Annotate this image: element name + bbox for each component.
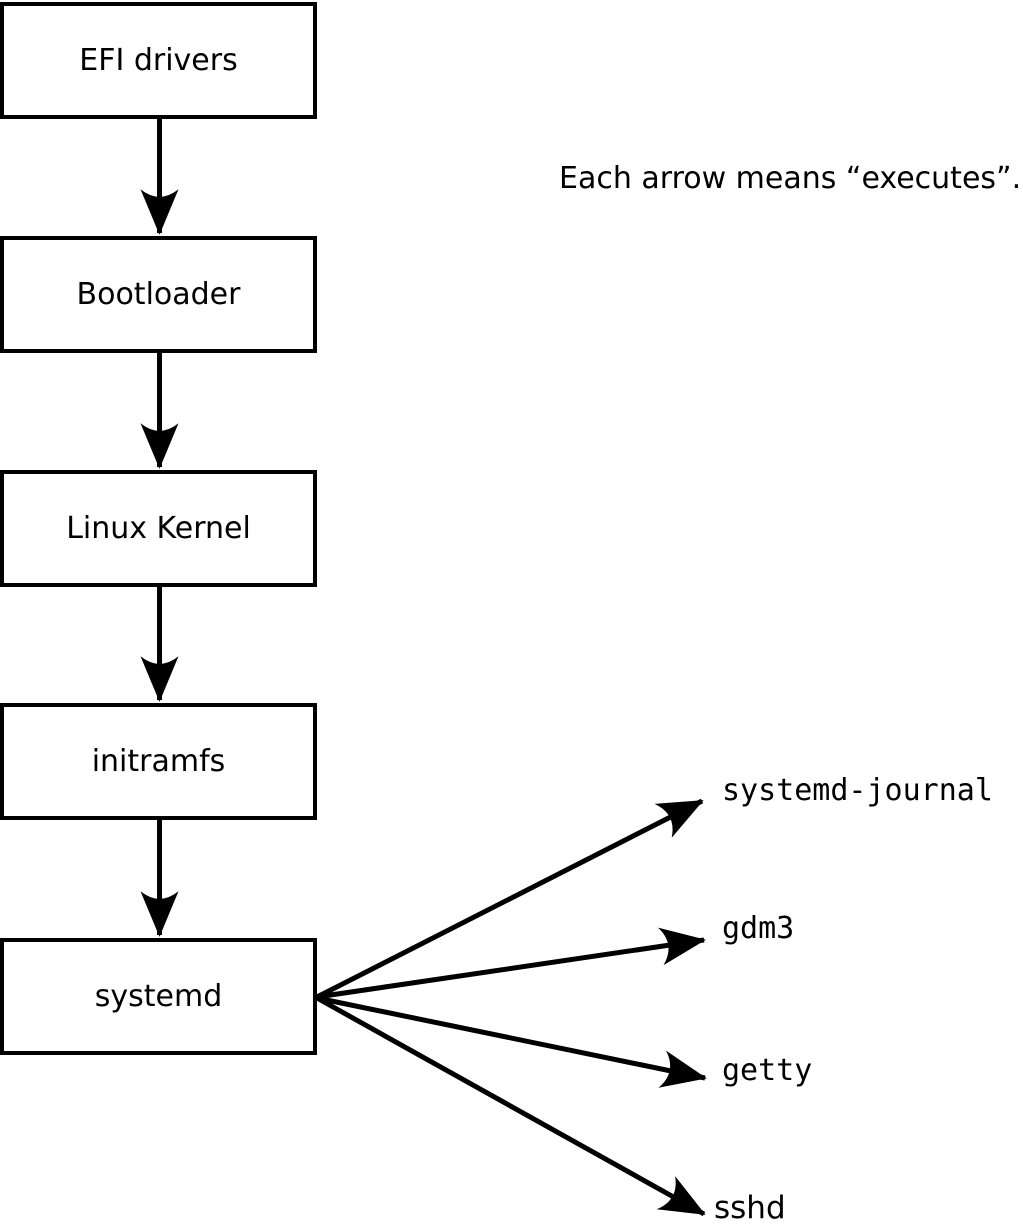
- arrow-systemd-to-sshd: [315, 995, 706, 1217]
- node-bootloader-label: Bootloader: [76, 276, 241, 312]
- node-bootloader: Bootloader: [0, 236, 317, 353]
- node-systemd: systemd: [0, 938, 317, 1055]
- arrow-systemd-to-gdm3: [316, 927, 706, 1000]
- node-efi-drivers-label: EFI drivers: [79, 42, 238, 78]
- arrow-systemd-to-getty: [316, 995, 707, 1088]
- label-sshd: sshd: [714, 1190, 786, 1226]
- node-initramfs: initramfs: [0, 703, 317, 820]
- arrow-systemd-to-journal: [315, 798, 704, 1000]
- label-gdm3: gdm3: [722, 911, 795, 946]
- node-linux-kernel-label: Linux Kernel: [66, 510, 251, 546]
- legend-annotation: Each arrow means “executes”.: [559, 161, 1022, 196]
- label-getty: getty: [722, 1053, 813, 1088]
- label-systemd-journal: systemd-journal: [722, 773, 993, 808]
- node-initramfs-label: initramfs: [91, 743, 226, 779]
- node-efi-drivers: EFI drivers: [0, 2, 317, 119]
- node-linux-kernel: Linux Kernel: [0, 470, 317, 587]
- node-systemd-label: systemd: [94, 978, 223, 1014]
